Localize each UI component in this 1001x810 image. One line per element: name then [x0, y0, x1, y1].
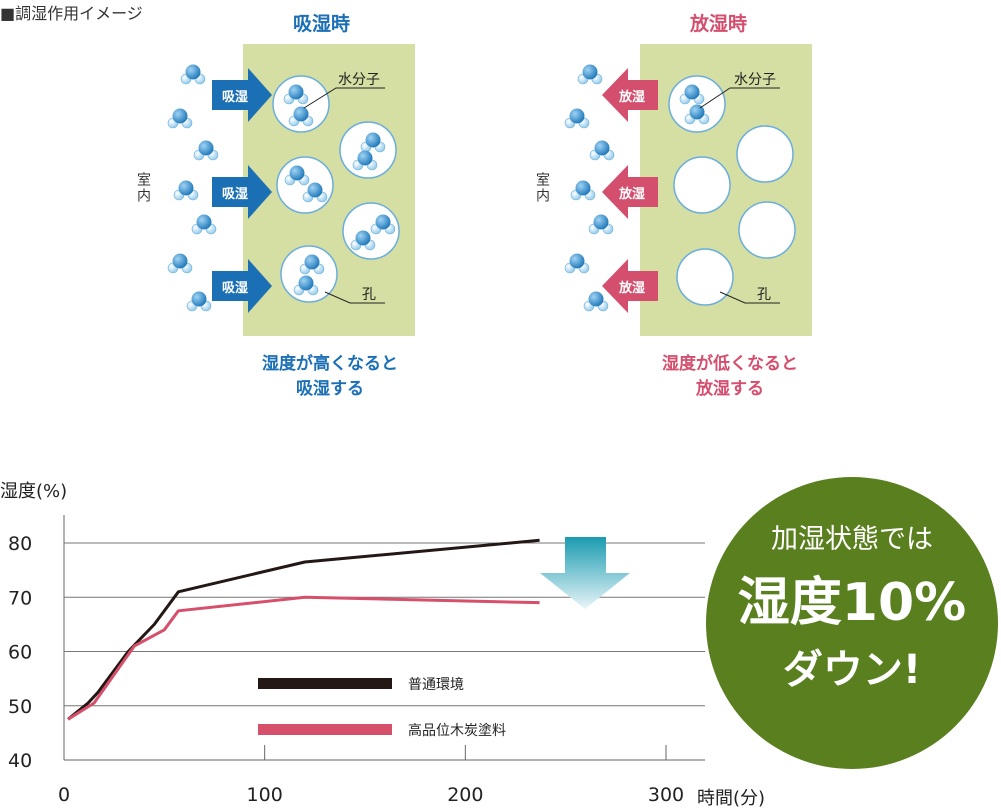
y-tick-label: 50	[8, 696, 32, 718]
y-tick-label: 40	[8, 750, 32, 772]
absorb-caption-line1: 湿度が高くなると	[262, 354, 398, 374]
absorb-pore-label: 孔	[362, 287, 376, 303]
legend-swatch-1	[258, 724, 392, 735]
absorb-caption-line2: 吸湿する	[296, 379, 364, 399]
absorb-arrows	[212, 68, 272, 313]
absorb-arrow-label-1: 吸湿	[222, 90, 249, 105]
badge-line3: ダウン!	[782, 647, 922, 693]
absorb-arrow-label-2: 吸湿	[222, 187, 249, 202]
legend-label-1: 高品位木炭塗料	[408, 722, 506, 739]
humidity-diagram	[167, 44, 812, 336]
absorb-water-label: 水分子	[338, 72, 380, 88]
section-heading: ■調湿作用イメージ	[0, 4, 143, 23]
badge-line2: 湿度10%	[737, 573, 967, 633]
release-water-label: 水分子	[734, 72, 776, 88]
absorb-title: 吸湿時	[293, 13, 351, 35]
release-arrows	[602, 68, 658, 313]
y-axis-label: 湿度(%)	[0, 481, 68, 502]
release-room-label: 室内	[534, 172, 550, 204]
series-line-0	[67, 538, 540, 721]
legend-swatch-0	[258, 678, 392, 689]
y-tick-label: 70	[8, 587, 32, 609]
x-tick-label: 300	[648, 784, 684, 804]
down-arrow-icon	[540, 537, 630, 609]
release-pore-label: 孔	[757, 287, 771, 303]
badge-line1: 加湿状態では	[771, 524, 933, 555]
release-pores	[668, 75, 796, 306]
release-arrow-label-1: 放湿	[619, 90, 646, 105]
x-tick-label: 0	[58, 784, 70, 804]
release-arrow-label-3: 放湿	[619, 281, 646, 296]
absorb-arrow-label-3: 吸湿	[222, 281, 249, 296]
absorb-caption: 湿度が高くなると 吸湿する	[220, 352, 440, 402]
x-tick-label: 100	[247, 784, 283, 804]
release-title: 放湿時	[690, 13, 748, 35]
legend-label-0: 普通環境	[408, 677, 464, 693]
absorb-room-label: 室内	[135, 172, 151, 204]
series-line-1	[67, 595, 540, 721]
release-caption-line1: 湿度が低くなると	[662, 354, 798, 374]
y-tick-label: 80	[8, 533, 32, 555]
release-arrow-label-2: 放湿	[619, 187, 646, 202]
release-caption-line2: 放湿する	[696, 379, 764, 399]
release-caption: 湿度が低くなると 放湿する	[620, 352, 840, 402]
y-tick-label: 60	[8, 642, 32, 664]
badge-circle	[706, 477, 998, 769]
x-tick-label: 200	[447, 784, 483, 804]
